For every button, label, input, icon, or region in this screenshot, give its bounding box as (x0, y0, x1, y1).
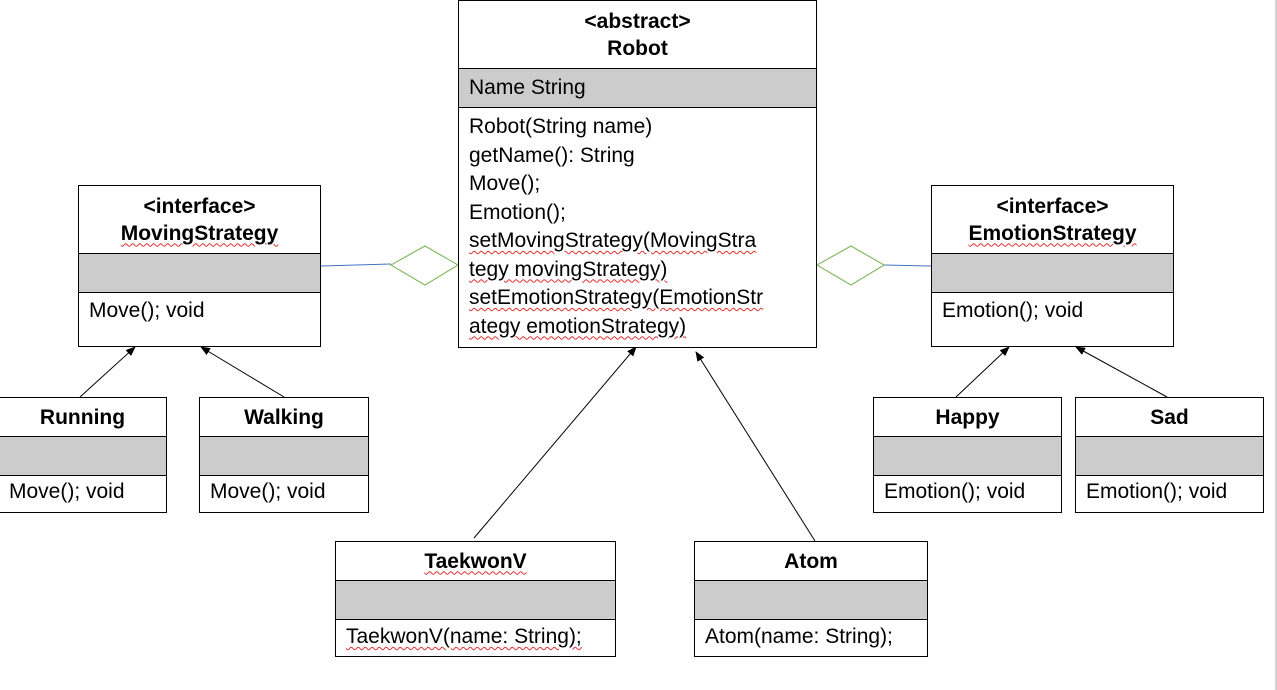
running-to-moving-strategy-arrow (79, 346, 136, 398)
happy-to-emotion-strategy-arrow (955, 346, 1010, 398)
running-operation: Move(); void (9, 480, 125, 503)
robot-operation: setMovingStrategy(MovingStra (469, 229, 757, 252)
moving-strategy-interface-box[interactable]: <interface> MovingStrategy Move(); void (78, 185, 321, 347)
robot-class-name: Robot (607, 36, 668, 60)
walking-attributes (200, 437, 368, 476)
atom-class-box[interactable]: Atom Atom(name: String); (694, 541, 928, 657)
emotion-strategy-interface-box[interactable]: <interface> EmotionStrategy Emotion(); v… (931, 185, 1174, 347)
emotion-strategy-operation: Emotion(); void (942, 299, 1084, 322)
page-edge (1275, 0, 1277, 690)
atom-to-robot-arrow (695, 351, 816, 542)
happy-class-name: Happy (874, 398, 1061, 437)
happy-class-box[interactable]: Happy Emotion(); void (873, 397, 1062, 513)
sad-class-name: Sad (1076, 398, 1263, 437)
taekwonv-to-robot-arrow (473, 346, 637, 539)
robot-class-box[interactable]: <abstract> Robot Name String Robot(Strin… (458, 0, 817, 348)
atom-operation: Atom(name: String); (705, 625, 893, 648)
robot-operation: tegy movingStrategy) (469, 257, 668, 281)
moving-strategy-association-line (320, 263, 392, 267)
happy-operation: Emotion(); void (884, 480, 1026, 503)
moving-strategy-stereotype: <interface> (143, 194, 256, 218)
walking-class-box[interactable]: Walking Move(); void (199, 397, 369, 513)
walking-class-name: Walking (200, 398, 368, 437)
moving-strategy-aggregation-diamond (389, 245, 459, 286)
atom-class-name: Atom (695, 542, 927, 581)
taekwonv-attributes (336, 581, 615, 620)
sad-attributes (1076, 437, 1263, 476)
walking-operation: Move(); void (210, 480, 326, 503)
emotion-strategy-association-line (883, 264, 932, 267)
robot-class-header: <abstract> Robot (459, 1, 816, 69)
running-attributes (0, 437, 166, 476)
moving-strategy-attributes (79, 254, 320, 293)
sad-operation: Emotion(); void (1086, 480, 1228, 503)
running-class-box[interactable]: Running Move(); void (0, 397, 167, 513)
moving-strategy-header: <interface> MovingStrategy (79, 186, 320, 254)
emotion-strategy-name: EmotionStrategy (968, 221, 1137, 245)
taekwonv-class-name-cell: TaekwonV (336, 542, 615, 581)
robot-operation: setEmotionStrategy(EmotionStr (469, 286, 764, 309)
moving-strategy-operation: Move(); void (89, 299, 205, 322)
taekwonv-class-name: TaekwonV (424, 549, 527, 573)
happy-attributes (874, 437, 1061, 476)
robot-attribute: Name String (459, 69, 816, 108)
moving-strategy-name: MovingStrategy (120, 221, 279, 245)
running-class-name: Running (0, 398, 166, 437)
robot-operation: ategy emotionStrategy) (469, 314, 687, 338)
robot-operation: Robot(String name) (469, 115, 653, 138)
robot-operations: Robot(String name) getName(): String Mov… (459, 108, 816, 341)
emotion-strategy-attributes (932, 254, 1173, 293)
taekwonv-class-box[interactable]: TaekwonV TaekwonV(name: String); (335, 541, 616, 657)
robot-stereotype: <abstract> (584, 9, 691, 33)
robot-operation: getName(): String (469, 143, 635, 167)
taekwonv-operation-cell: TaekwonV(name: String); (336, 620, 615, 652)
robot-operation: Emotion(); (469, 200, 566, 224)
atom-attributes (695, 581, 927, 620)
walking-to-moving-strategy-arrow (200, 346, 285, 398)
emotion-strategy-stereotype: <interface> (996, 194, 1109, 218)
sad-class-box[interactable]: Sad Emotion(); void (1075, 397, 1264, 513)
taekwonv-operation: TaekwonV(name: String); (346, 625, 582, 648)
emotion-strategy-aggregation-diamond (815, 245, 885, 286)
robot-operation: Move(); (469, 172, 541, 195)
sad-to-emotion-strategy-arrow (1075, 346, 1168, 398)
emotion-strategy-header: <interface> EmotionStrategy (932, 186, 1173, 254)
